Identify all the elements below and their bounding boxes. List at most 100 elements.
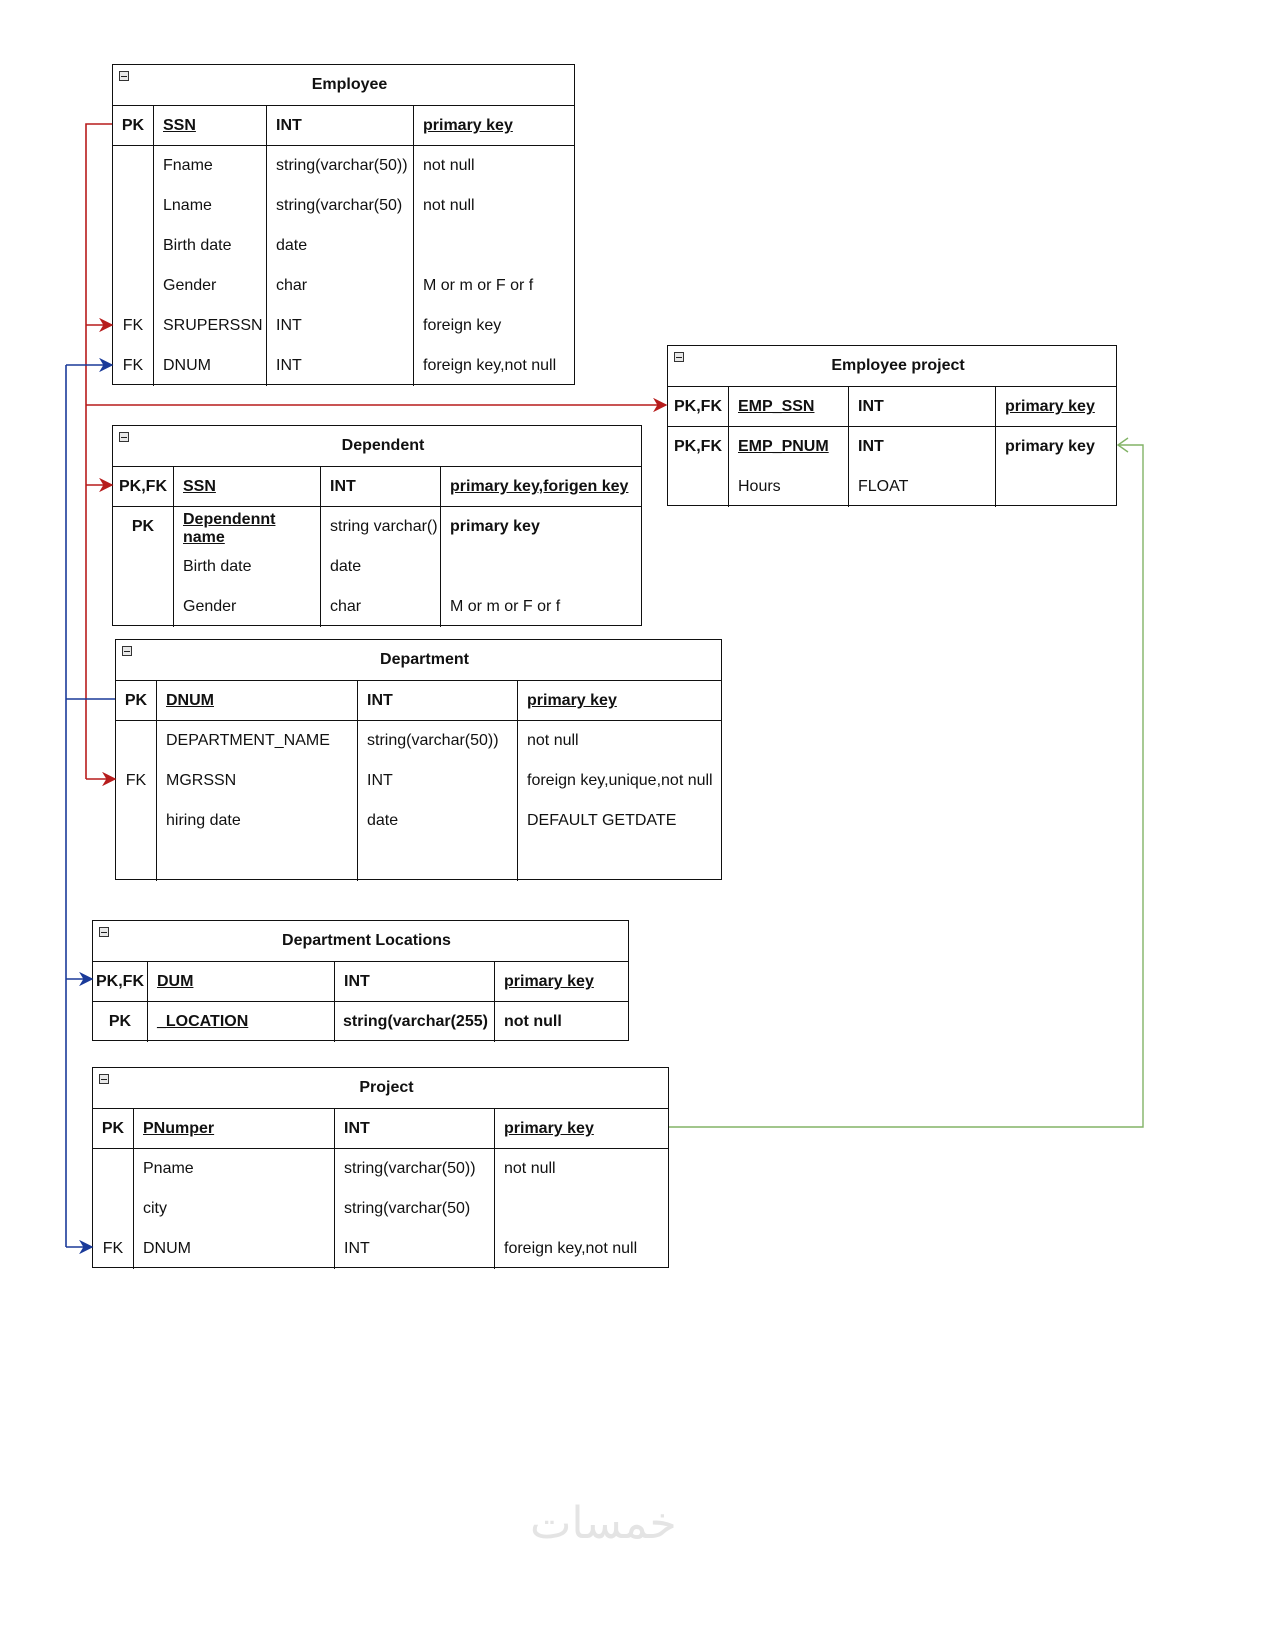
attributes-section: PK,FK EMP_PNUM INT primary key Hours FLO…: [668, 427, 1116, 507]
entity-title: Department: [380, 651, 469, 668]
key-marker: PK: [131, 518, 155, 535]
field-name[interactable]: MGRSSN: [166, 772, 237, 789]
entity-header: Dependent: [113, 426, 641, 467]
field-type: INT: [858, 398, 884, 415]
field-type: char: [276, 277, 308, 294]
field-name[interactable]: Lname: [163, 197, 212, 214]
key-marker: FK: [122, 317, 144, 334]
pk-section: PK PNumper INT primary key: [93, 1109, 668, 1149]
field-name[interactable]: DNUM: [143, 1240, 191, 1257]
collapse-icon[interactable]: [119, 432, 129, 442]
field-type: string(varchar(255): [343, 1013, 488, 1030]
watermark-logo: خمسات: [530, 1498, 677, 1549]
collapse-icon[interactable]: [122, 646, 132, 656]
field-type: string(varchar(50)): [344, 1160, 476, 1177]
collapse-icon[interactable]: [99, 1074, 109, 1084]
field-name[interactable]: EMP_SSN: [738, 398, 815, 415]
field-name[interactable]: hiring date: [166, 812, 241, 829]
field-type: INT: [344, 1120, 370, 1137]
entity-project[interactable]: Project PK PNumper INT primary key Pname…: [92, 1067, 669, 1269]
ssn-trunk-line: [85, 123, 112, 405]
field-constraint: not null: [504, 1160, 556, 1177]
field-type: string(varchar(50)): [276, 157, 408, 174]
field-type: string(varchar(50): [276, 197, 403, 214]
field-constraint: primary key: [504, 1120, 594, 1137]
key-marker: PK: [101, 1120, 125, 1137]
field-name[interactable]: DUM: [157, 973, 194, 990]
field-constraint: DEFAULT GETDATE: [527, 812, 677, 829]
attributes-section: DEPARTMENT_NAME string(varchar(50)) not …: [116, 721, 721, 881]
entity-dependent[interactable]: Dependent PK,FK SSN INT primary key,fori…: [112, 425, 642, 627]
field-name[interactable]: Pname: [143, 1160, 194, 1177]
entity-title: Department Locations: [282, 932, 451, 949]
field-name[interactable]: EMP_PNUM: [738, 438, 829, 455]
entity-employee[interactable]: Employee PK SSN INT primary key Fname st…: [112, 64, 575, 386]
field-name[interactable]: Fname: [163, 157, 213, 174]
pnumper-arrowhead: [1116, 437, 1129, 453]
key-marker: PK,FK: [96, 973, 144, 990]
key-marker: PK,FK: [674, 438, 722, 455]
field-constraint: not null: [527, 732, 579, 749]
field-name[interactable]: Birth date: [163, 237, 232, 254]
entity-header: Employee: [113, 65, 574, 106]
entity-department-locations[interactable]: Department Locations PK,FK DUM INT prima…: [92, 920, 629, 1042]
field-type: INT: [858, 438, 884, 455]
attributes-section: PK _LOCATION string(varchar(255) not nul…: [93, 1002, 628, 1042]
field-name[interactable]: SRUPERSSN: [163, 317, 263, 334]
field-type: INT: [330, 478, 356, 495]
pk-section: PK,FK DUM INT primary key: [93, 962, 628, 1002]
entity-employee-project[interactable]: Employee project PK,FK EMP_SSN INT prima…: [667, 345, 1117, 507]
field-constraint: not null: [504, 1013, 562, 1030]
field-type: INT: [344, 973, 370, 990]
field-name[interactable]: DNUM: [163, 357, 211, 374]
field-name[interactable]: PNumper: [143, 1120, 215, 1137]
entity-title: Employee: [311, 76, 388, 93]
field-constraint: primary key: [423, 117, 513, 134]
entity-header: Employee project: [668, 346, 1116, 387]
field-constraint: primary key: [1005, 398, 1095, 415]
field-type: string(varchar(50)): [367, 732, 499, 749]
field-constraint: not null: [423, 197, 475, 214]
collapse-icon[interactable]: [99, 927, 109, 937]
field-name[interactable]: Gender: [163, 277, 217, 294]
attributes-section: Pname string(varchar(50)) not null city …: [93, 1149, 668, 1269]
field-name[interactable]: Hours: [738, 478, 781, 495]
field-name[interactable]: Dependennt name: [183, 511, 276, 546]
pk-section: PK,FK SSN INT primary key,forigen key: [113, 467, 641, 507]
field-constraint: foreign key,unique,not null: [527, 772, 713, 789]
field-constraint: M or m or F or f: [423, 277, 534, 294]
field-type: date: [367, 812, 399, 829]
pk-section: PK,FK EMP_SSN INT primary key: [668, 387, 1116, 427]
field-constraint: primary key: [450, 518, 540, 535]
field-name[interactable]: SSN: [163, 117, 196, 134]
key-marker: PK: [108, 1013, 132, 1030]
pk-section: PK SSN INT primary key: [113, 106, 574, 146]
key-marker: FK: [125, 772, 147, 789]
field-constraint: primary key: [504, 973, 594, 990]
field-constraint: foreign key,not null: [504, 1240, 638, 1257]
field-type: INT: [276, 357, 302, 374]
field-type: INT: [276, 317, 302, 334]
field-name[interactable]: DEPARTMENT_NAME: [166, 732, 330, 749]
field-name[interactable]: SSN: [183, 478, 216, 495]
field-name[interactable]: Gender: [183, 598, 237, 615]
pnumper-to-emp-pnum-edge: [669, 444, 1144, 1128]
field-name[interactable]: city: [143, 1200, 167, 1217]
key-marker: FK: [122, 357, 144, 374]
collapse-icon[interactable]: [674, 352, 684, 362]
entity-header: Department: [116, 640, 721, 681]
field-type: INT: [276, 117, 302, 134]
field-name[interactable]: DNUM: [166, 692, 214, 709]
entity-title: Project: [359, 1079, 414, 1096]
entity-header: Project: [93, 1068, 668, 1109]
field-name[interactable]: _LOCATION: [157, 1013, 249, 1030]
key-marker: PK,FK: [119, 478, 167, 495]
collapse-icon[interactable]: [119, 71, 129, 81]
field-name[interactable]: Birth date: [183, 558, 252, 575]
key-marker: FK: [102, 1240, 124, 1257]
field-constraint: primary key: [527, 692, 617, 709]
field-type: INT: [367, 692, 393, 709]
key-marker: PK: [124, 692, 148, 709]
entity-department[interactable]: Department PK DNUM INT primary key DEPAR…: [115, 639, 722, 881]
attributes-section: Fname string(varchar(50)) not null Lname…: [113, 146, 574, 386]
